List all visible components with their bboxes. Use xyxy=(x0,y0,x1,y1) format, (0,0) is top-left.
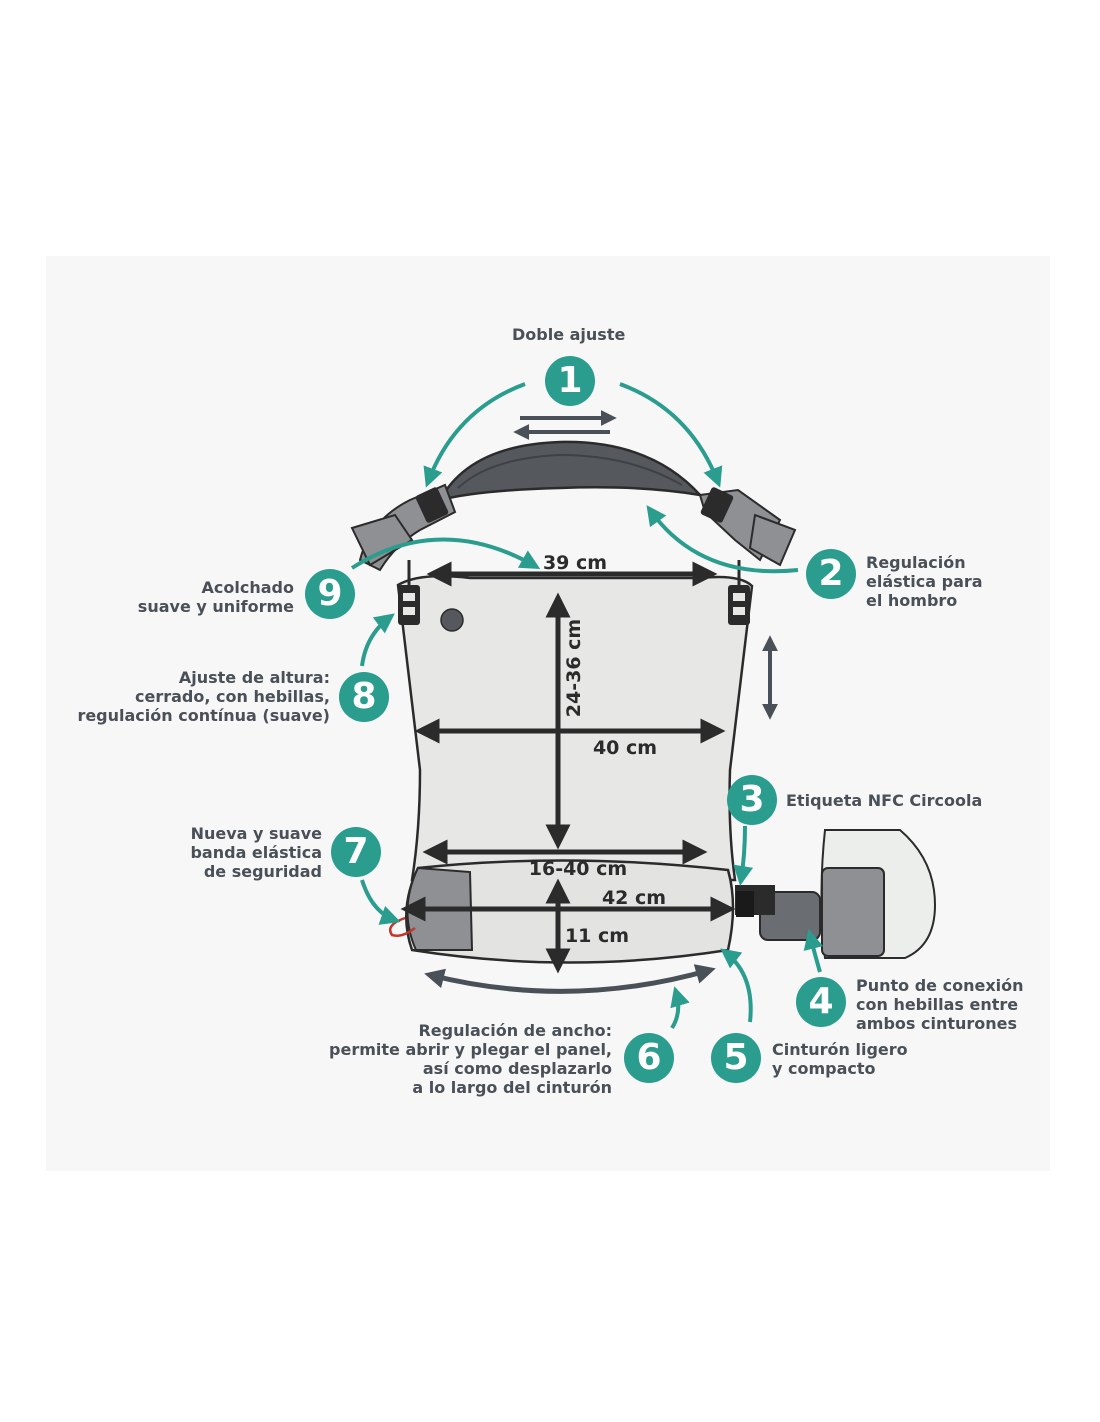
callout-label-4: Punto de conexión con hebillas entre amb… xyxy=(856,976,1024,1033)
width-adjust-arrow xyxy=(424,964,716,994)
callout-label-3: Etiqueta NFC Circoola xyxy=(786,791,983,810)
callout-label-8: Ajuste de altura: cerrado, con hebillas,… xyxy=(77,668,330,725)
dim-label-height: 24-36 cm xyxy=(563,619,585,717)
callout-badge-8: 8 xyxy=(339,672,389,722)
dim-label-base-width: 16-40 cm xyxy=(529,858,627,880)
callout-arrow-2 xyxy=(646,505,799,574)
callout-label-5: Cinturón ligero y compacto xyxy=(772,1040,908,1078)
callout-badge-2: 2 xyxy=(806,549,856,599)
callout-arrow-4 xyxy=(803,929,824,973)
nfc-tag xyxy=(736,891,754,917)
right-strap-padding xyxy=(748,513,797,567)
callout-label-1: Doble ajuste xyxy=(512,325,626,344)
callout-label-6: Regulación de ancho: permite abrir y ple… xyxy=(329,1021,612,1097)
callout-arrow-5 xyxy=(720,948,753,1023)
right-height-buckle xyxy=(728,585,750,625)
callout-badge-9: 9 xyxy=(305,569,355,619)
callout-arrow-9 xyxy=(350,537,541,570)
shoulder-pad xyxy=(437,440,704,502)
callout-arrow-7 xyxy=(360,879,401,925)
shoulder-pad-inner xyxy=(457,453,683,489)
callout-badge-5: 5 xyxy=(711,1033,761,1083)
callout-badge-4: 4 xyxy=(796,977,846,1027)
callout-label-2: Regulación elástica para el hombro xyxy=(866,553,983,610)
dim-label-belt-height: 11 cm xyxy=(565,925,629,947)
callout-badge-1: 1 xyxy=(545,356,595,406)
callout-arrow-6 xyxy=(670,986,690,1030)
callout-arrow-3 xyxy=(733,825,754,886)
dim-label-mid-width: 40 cm xyxy=(593,737,657,759)
left-height-buckle xyxy=(398,585,420,625)
dim-label-belt-length: 42 cm xyxy=(602,887,666,909)
callout-arrow-8 xyxy=(360,613,395,667)
left-strap-padding xyxy=(350,513,414,567)
dim-label-top-width: 39 cm xyxy=(543,552,607,574)
belt-extension-padding xyxy=(821,867,885,957)
callout-badge-3: 3 xyxy=(727,775,777,825)
left-strap-buckle xyxy=(415,487,449,523)
callout-arrow-1-right xyxy=(619,382,723,488)
callout-badge-6: 6 xyxy=(624,1033,674,1083)
callout-label-7: Nueva y suave banda elástica de segurida… xyxy=(190,824,322,881)
callout-arrow-1-left xyxy=(423,382,526,488)
callout-label-9: Acolchado suave y uniforme xyxy=(137,578,294,616)
right-strap-buckle xyxy=(700,487,734,523)
panel-snap-button xyxy=(440,608,464,632)
callout-badge-7: 7 xyxy=(331,827,381,877)
